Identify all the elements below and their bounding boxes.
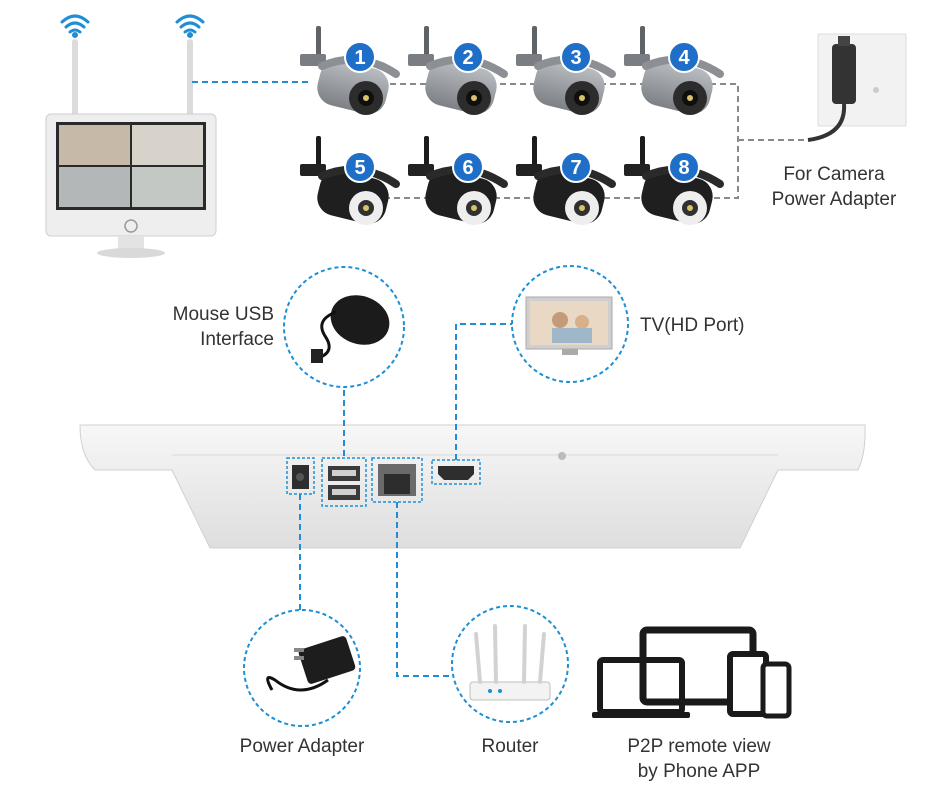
camera-grid: 1 2 3 4 5 6 7 8	[300, 26, 724, 225]
power-adapter-label-line1: Power Adapter	[239, 736, 365, 757]
power-adapter-callout	[243, 609, 361, 727]
camera-7: 7	[516, 136, 616, 225]
camera-number-badge-4: 4	[668, 41, 700, 73]
camera-number-2: 2	[462, 47, 473, 69]
remote-devices-icon	[592, 626, 792, 719]
connector-lines	[299, 323, 516, 677]
camera-power-adapter-label-line1: For Camera	[783, 164, 885, 185]
camera-number-badge-7: 7	[560, 151, 592, 183]
camera-number-1: 1	[354, 47, 365, 69]
camera-number-8: 8	[678, 157, 689, 179]
p2p-remote-view-label-line2: by Phone APP	[637, 761, 761, 782]
camera-number-badge-5: 5	[344, 151, 376, 183]
nvr-monitor	[45, 39, 217, 258]
camera-power-adapter-label-line2: Power Adapter	[771, 189, 897, 210]
ethernet-port	[371, 457, 423, 503]
mouse-usb-label-line1: Mouse USB	[172, 304, 274, 325]
tv-hd-port-label: TV(HD Port)	[640, 313, 770, 338]
camera-number-badge-2: 2	[452, 41, 484, 73]
mouse-usb-label-line2: Interface	[200, 329, 274, 350]
camera-6: 6	[408, 136, 508, 225]
camera-number-badge-8: 8	[668, 151, 700, 183]
wifi-icon-right	[175, 14, 205, 38]
camera-number-4: 4	[678, 47, 690, 69]
mouse-callout	[283, 266, 405, 388]
router-label: Router	[450, 734, 570, 759]
hdmi-port	[431, 459, 481, 485]
power-outlet	[807, 33, 907, 142]
camera-1: 1	[300, 26, 400, 115]
tv-hd-port-label-line1: TV(HD Port)	[640, 315, 745, 336]
camera-5: 5	[300, 136, 400, 225]
camera-4: 4	[624, 26, 724, 115]
camera-number-badge-1: 1	[344, 41, 376, 73]
usb-port	[321, 457, 367, 507]
camera-8: 8	[624, 136, 724, 225]
nvr-unit	[79, 424, 866, 549]
power-adapter-label: Power Adapter	[222, 734, 382, 759]
camera-number-5: 5	[354, 157, 365, 179]
camera-number-badge-6: 6	[452, 151, 484, 183]
mouse-usb-label: Mouse USB Interface	[130, 302, 274, 352]
router-callout	[451, 605, 569, 723]
camera-number-badge-3: 3	[560, 41, 592, 73]
camera-number-7: 7	[570, 157, 581, 179]
camera-number-3: 3	[570, 47, 581, 69]
p2p-remote-view-label: P2P remote view by Phone APP	[604, 734, 794, 784]
tv-callout	[511, 265, 629, 383]
camera-number-6: 6	[462, 157, 473, 179]
router-label-line1: Router	[481, 736, 539, 757]
camera-power-adapter-label: For Camera Power Adapter	[756, 162, 912, 212]
p2p-remote-view-label-line1: P2P remote view	[627, 736, 771, 757]
wifi-icon-left	[60, 14, 90, 38]
camera-3: 3	[516, 26, 616, 115]
camera-2: 2	[408, 26, 508, 115]
